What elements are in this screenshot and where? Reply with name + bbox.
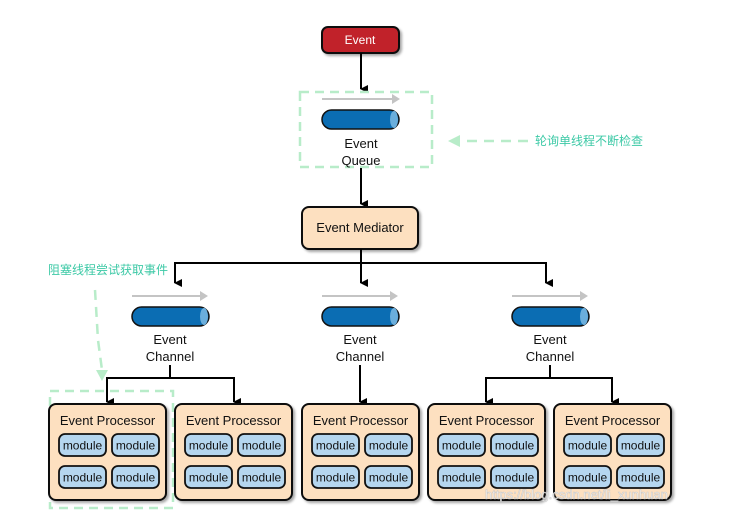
- mediator-to-channels-connectors: [174, 249, 553, 287]
- module: module: [490, 433, 539, 457]
- module: module: [184, 465, 233, 489]
- module-label: module: [242, 471, 282, 485]
- processor-title: Event Processor: [565, 413, 661, 428]
- module: module: [237, 465, 286, 489]
- module-label: module: [189, 471, 229, 485]
- module: module: [311, 465, 360, 489]
- module-label: module: [242, 439, 282, 453]
- module: module: [490, 465, 539, 489]
- module-label: module: [442, 471, 482, 485]
- queue-highlight-box: [298, 90, 434, 169]
- channel-cylinder-icon: [511, 306, 590, 327]
- module: module: [311, 433, 360, 457]
- mediator-label: Event Mediator: [316, 220, 404, 235]
- module-label: module: [316, 439, 356, 453]
- module-label: module: [116, 439, 156, 453]
- module-label: module: [369, 439, 409, 453]
- module: module: [364, 433, 413, 457]
- blocking-annotation: 阻塞线程尝试获取事件: [48, 262, 168, 277]
- channel-label-line2: Channel: [146, 349, 195, 364]
- processor-title: Event Processor: [313, 413, 409, 428]
- polling-annotation: 轮询单线程不断检查: [535, 133, 643, 148]
- module-label: module: [442, 439, 482, 453]
- channel-label-line2: Channel: [526, 349, 575, 364]
- queue-label-line2: Queue: [341, 153, 380, 168]
- module: module: [616, 433, 665, 457]
- channel-cylinder-icon: [321, 306, 400, 327]
- module: module: [563, 433, 612, 457]
- event-processor: Event Processor module module module module: [427, 403, 546, 501]
- channel-cylinder-icon: [131, 306, 210, 327]
- module: module: [437, 433, 486, 457]
- module-label: module: [369, 471, 409, 485]
- module-label: module: [621, 439, 661, 453]
- watermark: https://blog.csdn.net/li_xunhuan: [485, 487, 668, 502]
- module: module: [237, 433, 286, 457]
- event-label: Event: [345, 33, 376, 47]
- module-label: module: [568, 471, 608, 485]
- event-queue: Event Queue: [321, 94, 400, 168]
- module: module: [364, 465, 413, 489]
- module-label: module: [568, 439, 608, 453]
- processor-title: Event Processor: [439, 413, 535, 428]
- module: module: [616, 465, 665, 489]
- module: module: [437, 465, 486, 489]
- channel-label-line1: Event: [343, 332, 377, 347]
- module-label: module: [621, 471, 661, 485]
- module: module: [184, 433, 233, 457]
- module-label: module: [495, 439, 535, 453]
- channel-to-processor-connector: [106, 365, 241, 406]
- module-label: module: [495, 471, 535, 485]
- event-processor: Event Processor module module module module: [174, 403, 293, 501]
- module-label: module: [189, 439, 229, 453]
- processor-title: Event Processor: [186, 413, 282, 428]
- module-label: module: [116, 471, 156, 485]
- channel-label-line2: Channel: [336, 349, 385, 364]
- queue-cylinder-icon: [321, 109, 400, 130]
- module-label: module: [316, 471, 356, 485]
- module: module: [58, 465, 107, 489]
- event-mediator-node: Event Mediator: [301, 206, 419, 250]
- module: module: [563, 465, 612, 489]
- processor-title: Event Processor: [60, 413, 156, 428]
- module-label: module: [63, 471, 103, 485]
- event-processor: Event Processor module module module module: [553, 403, 672, 501]
- event-processor: Event Processor module module module module: [301, 403, 420, 501]
- channel-label-line1: Event: [533, 332, 567, 347]
- event-node: Event: [321, 26, 400, 54]
- channel-to-processor-connector: [485, 365, 619, 406]
- channel-label-line1: Event: [153, 332, 187, 347]
- module-label: module: [63, 439, 103, 453]
- module: module: [111, 465, 160, 489]
- queue-label-line1: Event: [344, 136, 378, 151]
- module: module: [111, 433, 160, 457]
- blocking-annotation-arrow: [93, 289, 104, 371]
- module: module: [58, 433, 107, 457]
- event-processor: Event Processor module module module module: [48, 403, 167, 501]
